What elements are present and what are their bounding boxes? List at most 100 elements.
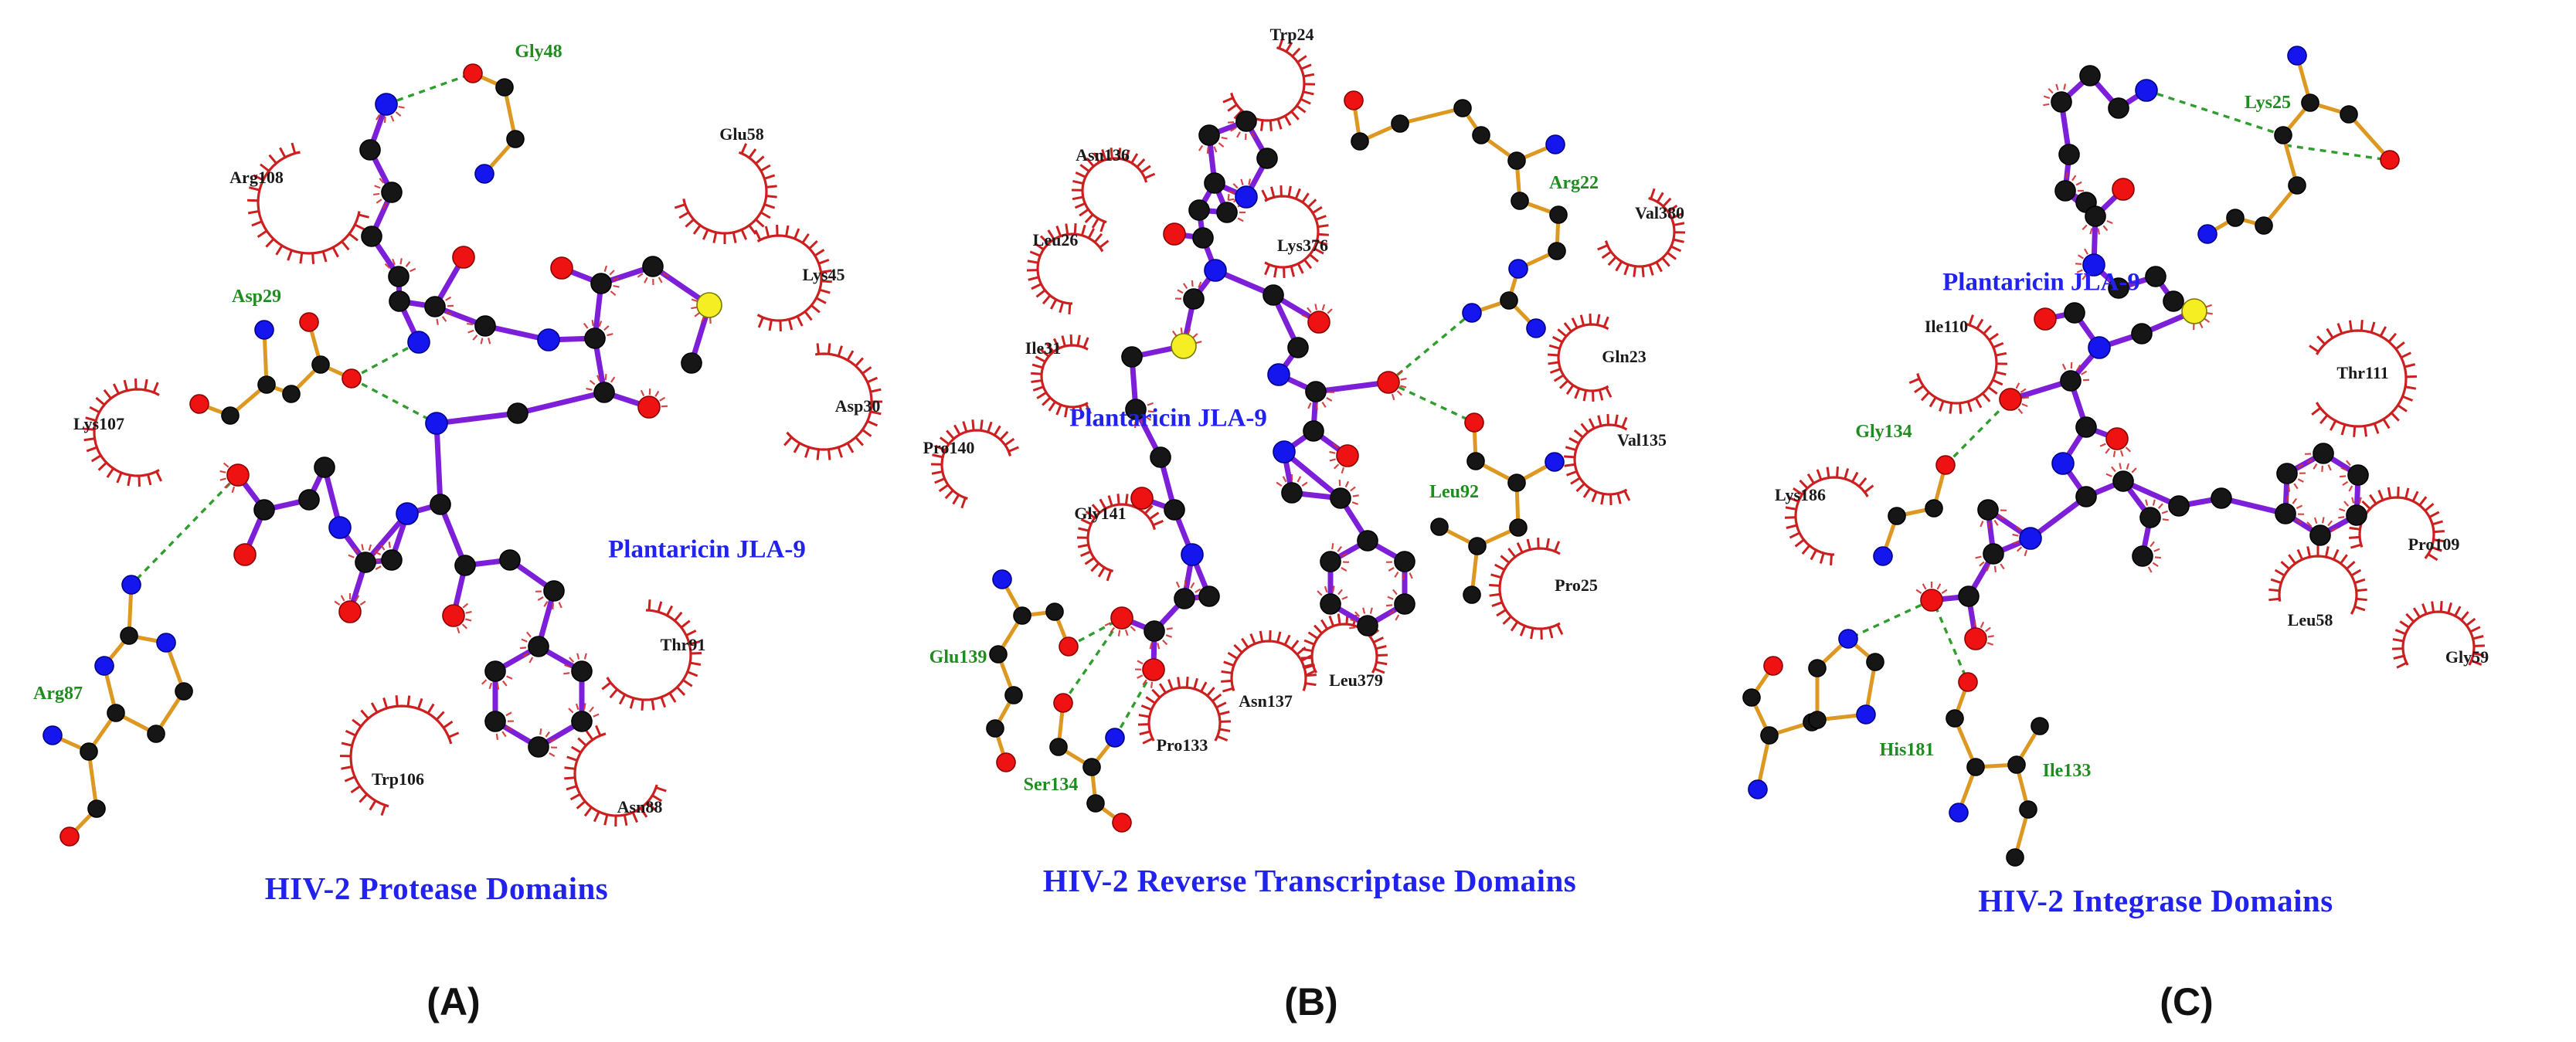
arc-eyelash (754, 229, 762, 241)
arc-eyelash (932, 453, 943, 459)
arc-eyelash (1571, 317, 1579, 329)
panel-a-ligand-label: Plantaricin JLA-9 (608, 535, 806, 564)
arc-eyelash (2270, 578, 2282, 584)
ligand-atom-C (1125, 399, 1147, 420)
atom-eyelash (2065, 172, 2068, 179)
arc-eyelash (1607, 256, 1617, 266)
arc-eyelash (1801, 545, 1811, 555)
ligand-atom-C (1188, 199, 1210, 221)
residue-label-Lys107: Lys107 (73, 414, 124, 433)
arc-eyelash (757, 317, 764, 328)
residue-Glu139-atom-C (1013, 606, 1031, 625)
atom-eyelash (549, 738, 556, 742)
atom-eyelash (1327, 308, 1333, 314)
residue-Lys25-atom-C (2274, 126, 2292, 144)
arc-eyelash (1554, 541, 1561, 552)
atom-eyelash (2131, 467, 2137, 473)
atom-eyelash (2296, 519, 2302, 524)
arc-eyelash (1086, 157, 1095, 168)
ligand-bond (433, 420, 443, 507)
atom-eyelash (539, 728, 542, 735)
arc-eyelash (103, 389, 112, 399)
arc-eyelash (1055, 226, 1062, 237)
atom-eyelash (383, 116, 386, 124)
arc-eyelash (1373, 636, 1384, 643)
residue-label-Val380: Val380 (1635, 203, 1684, 222)
arc-eyelash (1914, 385, 1925, 394)
ligand-atom-C (2313, 443, 2334, 464)
hydrophobic-contact-arc-Pro25 (1498, 547, 1561, 630)
arc-eyelash (1215, 701, 1227, 709)
arc-eyelash (1661, 256, 1670, 267)
arc-eyelash (1276, 631, 1282, 643)
atom-eyelash (2105, 447, 2111, 454)
arc-eyelash (1074, 202, 1086, 209)
residue-Arg22-atom-N (1508, 259, 1528, 279)
arc-eyelash (1490, 573, 1502, 579)
arc-eyelash (249, 186, 260, 192)
arc-eyelash (358, 213, 369, 219)
arc-eyelash (1300, 63, 1312, 70)
atom-eyelash (1282, 476, 1287, 483)
atom-eyelash (1331, 543, 1334, 550)
arc-eyelash (755, 219, 765, 228)
atom-eyelash (1998, 515, 2005, 520)
ligand-atom-C (1330, 487, 1351, 509)
residue-label-Val135: Val135 (1617, 430, 1667, 450)
residue-Asp29-atom-N (254, 320, 274, 340)
arc-eyelash (1328, 615, 1335, 627)
atom-eyelash (1276, 481, 1283, 487)
atom-eyelash (340, 595, 345, 602)
residue-label-Glu58: Glu58 (719, 124, 763, 144)
residue-Leu92-atom-C (1468, 537, 1487, 555)
residue-Lys25-atom-N (2197, 224, 2217, 244)
ligand-atom-O (1964, 627, 1987, 650)
residue-Arg87-bond (87, 749, 99, 811)
arc-eyelash (1045, 342, 1055, 353)
arc-eyelash (1200, 681, 1208, 693)
arc-eyelash (2379, 326, 2387, 337)
ligand-atom-C (1303, 420, 1324, 442)
arc-eyelash (1259, 120, 1264, 131)
arc-eyelash (1376, 660, 1388, 666)
arc-eyelash (1995, 351, 2007, 357)
atom-eyelash (1147, 410, 1154, 413)
arc-eyelash (2354, 606, 2366, 612)
arc-eyelash (629, 697, 635, 709)
arc-eyelash (1061, 335, 1066, 347)
arc-eyelash (732, 232, 737, 243)
arc-eyelash (1633, 266, 1637, 277)
atom-eyelash (2076, 269, 2083, 273)
hydrophobic-contact-arc-Gly141 (1086, 503, 1157, 573)
arc-eyelash (2418, 496, 2428, 507)
arc-eyelash (380, 804, 386, 816)
arc-eyelash (1064, 406, 1069, 418)
arc-eyelash (1789, 531, 1800, 539)
atom-eyelash (410, 267, 416, 273)
residue-Lys25-bond (2347, 112, 2392, 162)
atom-eyelash (1332, 443, 1339, 449)
atom-eyelash (583, 653, 587, 660)
ligand-atom-O (2034, 307, 2057, 331)
arc-eyelash (785, 225, 790, 237)
arc-eyelash (1085, 510, 1096, 519)
arc-eyelash (1545, 538, 1550, 550)
arc-eyelash (152, 382, 159, 393)
ligand-atom-S (696, 292, 722, 318)
arc-eyelash (794, 228, 800, 239)
residue-label-Lys376: Lys376 (1277, 236, 1328, 255)
atom-eyelash (1314, 304, 1318, 311)
atom-eyelash (549, 752, 556, 757)
arc-eyelash (837, 345, 843, 357)
arc-eyelash (1152, 519, 1164, 527)
arc-eyelash (2454, 606, 2462, 617)
arc-eyelash (2369, 494, 2377, 505)
ligand-atom-C (1183, 288, 1205, 310)
arc-eyelash (1929, 396, 1937, 408)
arc-eyelash (1549, 368, 1562, 374)
atom-eyelash (2078, 254, 2085, 260)
atom-eyelash (2161, 510, 2168, 514)
panel-c-title: HIV-2 Integrase Domains (1978, 883, 2333, 918)
atom-eyelash (543, 600, 549, 607)
residue-label-Pro133: Pro133 (1157, 735, 1208, 755)
